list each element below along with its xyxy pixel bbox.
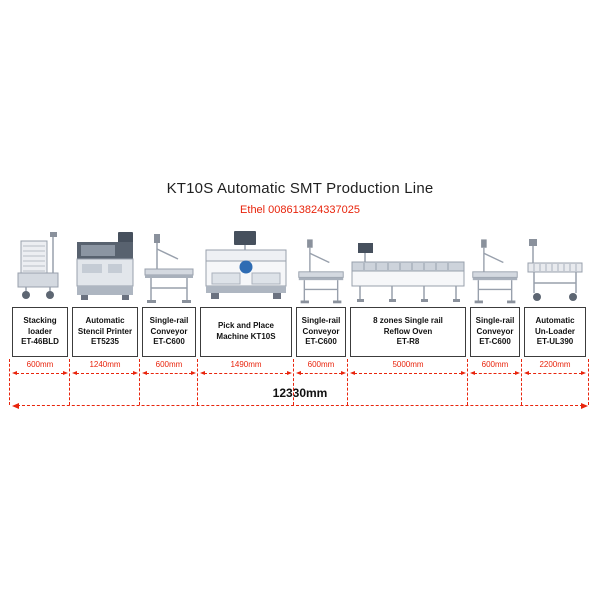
stacking-loader-illustration xyxy=(12,229,68,307)
machine-label-text: Single-rail Conveyor ET-C600 xyxy=(301,315,341,347)
total-dimension-arrow xyxy=(12,401,588,410)
conveyor-illustration xyxy=(142,229,196,307)
machine-column-conveyor-2: Single-rail Conveyor ET-C600 600mm xyxy=(293,229,346,405)
total-dimension-text: 12330mm xyxy=(272,386,328,400)
dimension-text: 5000mm xyxy=(392,360,424,369)
dimension-text: 600mm xyxy=(481,360,509,369)
dimension: 600mm xyxy=(9,359,68,405)
machine-label: Stacking loader ET-46BLD xyxy=(12,307,68,357)
machine-label: 8 zones Single rail Reflow Oven ET-R8 xyxy=(350,307,466,357)
machine-column-pick-and-place: Pick and Place Machine KT10S 1490mm xyxy=(197,229,292,405)
dimension-arrow xyxy=(524,370,586,377)
dimension: 600mm xyxy=(467,359,520,405)
machine-column-stacking-loader: Stacking loader ET-46BLD 600mm xyxy=(9,229,68,405)
machine-label-text: Automatic Un-Loader ET-UL390 xyxy=(535,315,575,347)
machine-label: Single-rail Conveyor ET-C600 xyxy=(470,307,520,357)
machine-column-stencil-printer: Automatic Stencil Printer ET5235 1240mm xyxy=(69,229,138,405)
dimension-arrow xyxy=(296,370,346,377)
machine-label-text: Pick and Place Machine KT10S xyxy=(216,321,276,341)
machine-columns: Stacking loader ET-46BLD 600mm xyxy=(9,229,589,405)
machine-label-text: 8 zones Single rail Reflow Oven ET-R8 xyxy=(373,315,443,347)
dimension: 2200mm xyxy=(521,359,589,405)
machine-column-reflow-oven: 8 zones Single rail Reflow Oven ET-R8 50… xyxy=(347,229,466,405)
dimension-text: 600mm xyxy=(307,360,335,369)
dimension-arrow xyxy=(200,370,292,377)
total-dimension: 12330mm xyxy=(12,386,588,410)
machine-label: Automatic Stencil Printer ET5235 xyxy=(72,307,138,357)
dimension-arrow xyxy=(470,370,520,377)
conveyor-illustration xyxy=(296,229,346,307)
machine-label: Single-rail Conveyor ET-C600 xyxy=(296,307,346,357)
dimension-arrow xyxy=(12,370,68,377)
dimension: 1240mm xyxy=(69,359,138,405)
dimension: 600mm xyxy=(293,359,346,405)
machine-column-unloader: Automatic Un-Loader ET-UL390 2200mm xyxy=(521,229,589,405)
dimension-arrow xyxy=(142,370,196,377)
dimension-text: 2200mm xyxy=(539,360,571,369)
contact-phone: Ethel 008613824337025 xyxy=(240,204,360,216)
machine-label-text: Automatic Stencil Printer ET5235 xyxy=(77,315,133,347)
dimension-arrow xyxy=(350,370,466,377)
page-title: KT10S Automatic SMT Production Line xyxy=(166,180,434,197)
dimension-text: 600mm xyxy=(155,360,183,369)
machine-column-conveyor-1: Single-rail Conveyor ET-C600 600mm xyxy=(139,229,196,405)
machine-label: Single-rail Conveyor ET-C600 xyxy=(142,307,196,357)
dimension: 1490mm xyxy=(197,359,292,405)
dimension: 5000mm xyxy=(347,359,466,405)
machine-label: Pick and Place Machine KT10S xyxy=(200,307,292,357)
production-line: Stacking loader ET-46BLD 600mm xyxy=(9,229,589,410)
reflow-oven-illustration xyxy=(350,229,466,307)
dimension-text: 600mm xyxy=(26,360,54,369)
smt-production-line-diagram: KT10S Automatic SMT Production Line Ethe… xyxy=(9,180,589,410)
machine-label: Automatic Un-Loader ET-UL390 xyxy=(524,307,586,357)
dimension-text: 1490mm xyxy=(230,360,262,369)
conveyor-illustration xyxy=(470,229,520,307)
pick-and-place-illustration xyxy=(200,229,292,307)
machine-column-conveyor-3: Single-rail Conveyor ET-C600 600mm xyxy=(467,229,520,405)
machine-label-text: Single-rail Conveyor ET-C600 xyxy=(475,315,515,347)
machine-label-text: Single-rail Conveyor ET-C600 xyxy=(149,315,189,347)
dimension: 600mm xyxy=(139,359,196,405)
dimension-arrow xyxy=(72,370,138,377)
stencil-printer-illustration xyxy=(72,229,138,307)
dimension-text: 1240mm xyxy=(89,360,121,369)
machine-label-text: Stacking loader ET-46BLD xyxy=(21,315,59,347)
unloader-illustration xyxy=(524,229,586,307)
